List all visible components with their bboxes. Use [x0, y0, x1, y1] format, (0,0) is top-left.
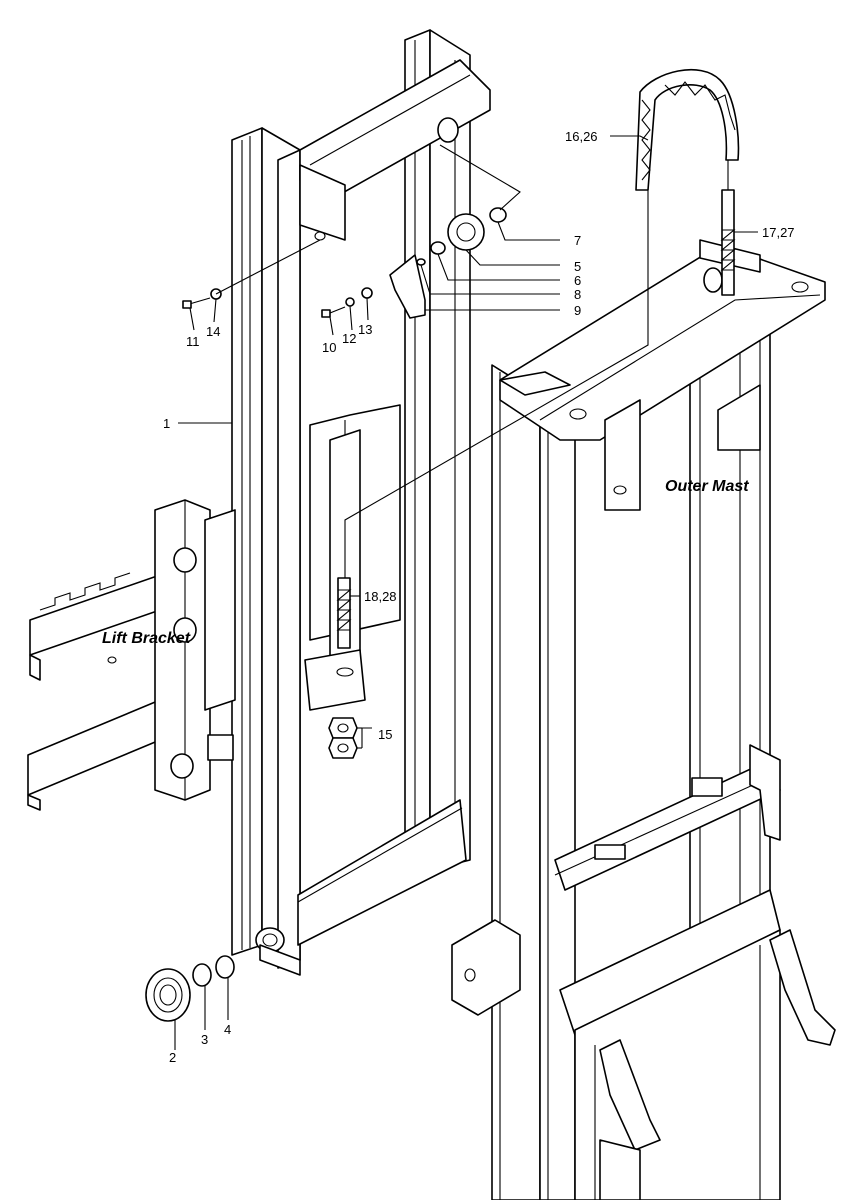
- callout-2: 2: [169, 1050, 176, 1065]
- callout-12: 12: [342, 331, 356, 346]
- leader-lines: [174, 135, 758, 1050]
- callout-5: 5: [574, 259, 581, 274]
- outer-mast: [491, 239, 836, 1200]
- callout-8: 8: [574, 287, 581, 302]
- lift-cylinder-carriage: [304, 404, 401, 759]
- lift-bracket-label: Lift Bracket: [102, 630, 191, 647]
- callout-7: 7: [574, 233, 581, 248]
- callout-11: 11: [186, 334, 200, 349]
- section-labels: Lift Bracket Outer Mast: [102, 478, 749, 647]
- callout-16-26: 16,26: [565, 129, 598, 144]
- callout-3: 3: [201, 1032, 208, 1047]
- callout-17-27: 17,27: [762, 225, 795, 240]
- callout-1: 1: [163, 416, 170, 431]
- callout-4: 4: [224, 1022, 231, 1037]
- callout-14: 14: [206, 324, 220, 339]
- callout-18-28: 18,28: [364, 589, 397, 604]
- callout-15: 15: [378, 727, 392, 742]
- callout-labels: 1 2 3 4 5 6 7 8 9 10 11 12 13 14 15 16,2…: [163, 129, 795, 1065]
- callout-9: 9: [574, 303, 581, 318]
- loose-parts: [145, 69, 740, 1022]
- callout-6: 6: [574, 273, 581, 288]
- lift-bracket: [27, 499, 236, 811]
- callout-13: 13: [358, 322, 372, 337]
- callout-10: 10: [322, 340, 336, 355]
- outer-mast-label: Outer Mast: [665, 478, 749, 495]
